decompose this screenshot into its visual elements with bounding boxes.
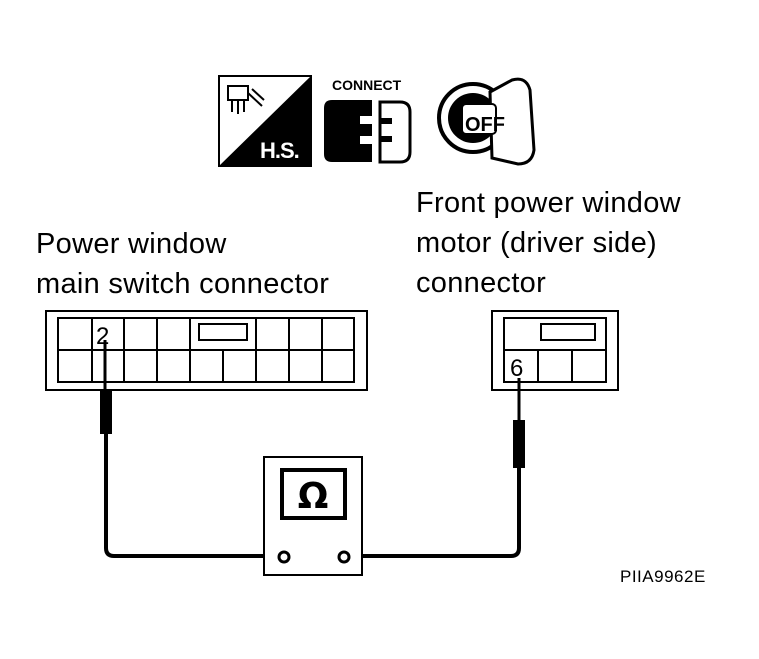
left-probe xyxy=(100,340,282,558)
left-connector-label: Power window main switch connector xyxy=(36,224,329,304)
meter-terminal-right xyxy=(337,550,351,564)
harness-side-icon: H.S. xyxy=(218,75,312,167)
connect-text: CONNECT xyxy=(332,77,402,93)
left-connector: 2 xyxy=(45,310,368,391)
figure-code: PIIA9962E xyxy=(620,567,706,586)
ohm-symbol: Ω xyxy=(298,476,329,517)
ignition-key-off-icon: OFF xyxy=(437,77,536,166)
left-label-line-1: Power window xyxy=(36,228,227,260)
off-text: OFF xyxy=(465,114,505,136)
right-label-line-3: connector xyxy=(416,267,547,299)
right-connector-label: Front power window motor (driver side) c… xyxy=(416,183,681,303)
ohmmeter: Ω xyxy=(263,456,363,576)
left-label-line-2: main switch connector xyxy=(36,268,330,300)
meter-terminal-left xyxy=(277,550,291,564)
right-label-line-1: Front power window xyxy=(416,187,681,219)
connector-disconnect-icon: CONNECT xyxy=(324,77,412,164)
hs-text: H.S. xyxy=(260,138,299,163)
right-connector: 6 xyxy=(491,310,619,391)
right-label-line-2: motor (driver side) xyxy=(416,227,657,259)
left-terminal-number: 2 xyxy=(96,323,109,350)
right-probe xyxy=(345,378,525,558)
right-terminal-number: 6 xyxy=(510,355,523,382)
